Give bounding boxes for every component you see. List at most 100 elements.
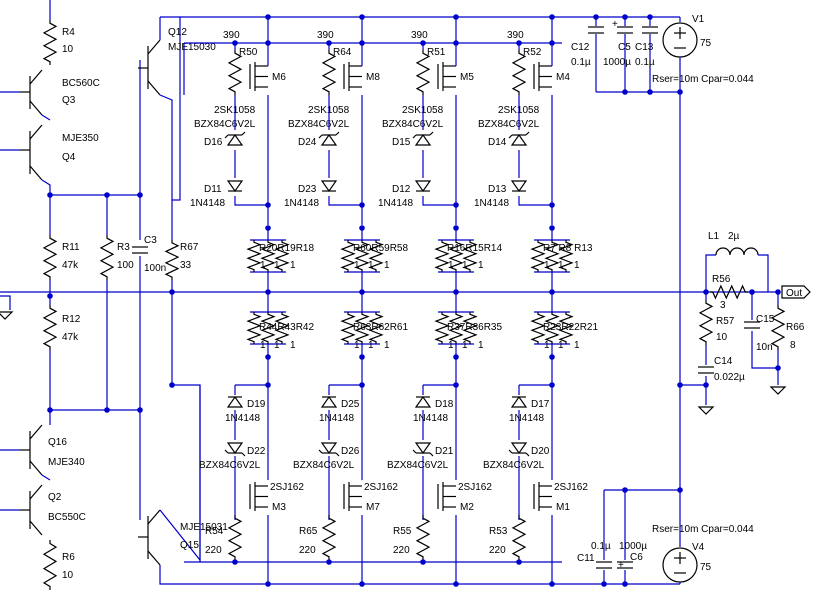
v1-label: V1 bbox=[692, 14, 705, 25]
top-zener-diode bbox=[318, 134, 323, 139]
emitter-resistor bbox=[558, 312, 574, 344]
bottom-signal-diode bbox=[320, 395, 338, 408]
top-gate-resistor-value: 390 bbox=[317, 30, 334, 41]
driver-bias-wire bbox=[160, 16, 181, 201]
l1-wire bbox=[705, 254, 716, 292]
q15-type: MJE15031 bbox=[180, 522, 228, 533]
q3-transistor bbox=[29, 69, 43, 85]
l1-label: L1 bbox=[708, 231, 720, 242]
top-mosfet-label: M4 bbox=[556, 72, 570, 83]
q16-q2-link bbox=[41, 474, 51, 481]
bottom-gate-resistor-value: 220 bbox=[205, 545, 222, 556]
junction-dot bbox=[516, 559, 522, 565]
r6-resistor bbox=[42, 540, 58, 590]
res-value: 1 bbox=[354, 260, 360, 271]
diode-return bbox=[328, 196, 362, 206]
q3-label: Q3 bbox=[62, 95, 76, 106]
c3-label: C3 bbox=[144, 235, 157, 246]
bottom-gate-resistor bbox=[511, 515, 527, 560]
bottom-zener-diode bbox=[241, 452, 246, 457]
emitter-resistor bbox=[544, 240, 560, 272]
emitter-resistor bbox=[544, 312, 560, 344]
emitter-resistor bbox=[274, 312, 290, 344]
q2-type: BC550C bbox=[48, 512, 86, 523]
top-signal-diode bbox=[510, 180, 528, 193]
res-value: 1 bbox=[448, 340, 454, 351]
res-value: 1 bbox=[290, 340, 296, 351]
bottom-zener-diode bbox=[335, 452, 340, 457]
v4-label: V4 bbox=[692, 542, 705, 553]
ground-icon bbox=[769, 386, 787, 395]
bottom-mosfet-type: 2SJ162 bbox=[458, 482, 492, 493]
top-diode-label: D13 bbox=[488, 184, 507, 195]
r3-resistor bbox=[99, 235, 115, 280]
c15-value: 10n bbox=[756, 342, 773, 353]
bottom-zener-label: D26 bbox=[341, 446, 360, 457]
r12-resistor bbox=[42, 305, 58, 350]
q15-collector-wire bbox=[159, 565, 180, 585]
ground-icon bbox=[697, 406, 715, 415]
r11-resistor bbox=[42, 235, 58, 280]
c14-label: C14 bbox=[714, 356, 733, 367]
junction-dot bbox=[265, 581, 271, 587]
c6-label: C6 bbox=[630, 552, 643, 563]
top-diode-type: 1N4148 bbox=[284, 198, 319, 209]
r12-label: R12 bbox=[62, 314, 81, 325]
top-gate-resistor-value: 390 bbox=[507, 30, 524, 41]
emitter-resistor bbox=[354, 312, 370, 344]
junction-dot bbox=[137, 192, 143, 198]
bottom-zener-diode bbox=[414, 442, 432, 455]
r6-value: 10 bbox=[62, 570, 74, 581]
c15-label: C15 bbox=[756, 314, 775, 325]
emitter-resistor bbox=[558, 240, 574, 272]
top-gate-resistor bbox=[415, 50, 431, 95]
q12-type: MJE15030 bbox=[168, 42, 216, 53]
res-value: 1 bbox=[260, 260, 266, 271]
q16-transistor bbox=[29, 424, 43, 440]
top-gate-resistor-label: R52 bbox=[523, 47, 542, 58]
q16-label: Q16 bbox=[48, 437, 67, 448]
input-ground-wire bbox=[0, 295, 11, 310]
top-gate-resistor-label: R64 bbox=[333, 47, 352, 58]
l1-wire bbox=[758, 254, 769, 292]
c3-value: 100n bbox=[144, 263, 166, 274]
bottom-gate-resistor-value: 220 bbox=[489, 545, 506, 556]
diode-return bbox=[422, 196, 456, 206]
emitter-resistor bbox=[260, 312, 276, 344]
junction-dot bbox=[420, 559, 426, 565]
r57-resistor bbox=[698, 300, 714, 345]
diode-return bbox=[518, 196, 552, 206]
res-value: 1 bbox=[462, 260, 468, 271]
res-value: 1 bbox=[574, 340, 580, 351]
emitter-resistor bbox=[274, 240, 290, 272]
bottom-zener-type: BZX84C6V2L bbox=[293, 460, 355, 471]
junction-dot bbox=[137, 407, 143, 413]
q4-type: MJE350 bbox=[62, 133, 99, 144]
emitter-resistor bbox=[368, 312, 384, 344]
junction-dot bbox=[359, 202, 365, 208]
bottom-zener-diode bbox=[525, 452, 530, 457]
top-gate-resistor bbox=[511, 50, 527, 95]
bottom-signal-diode bbox=[414, 395, 432, 408]
top-gate-resistor bbox=[321, 50, 337, 95]
junction-dot bbox=[359, 581, 365, 587]
bottom-signal-diode bbox=[510, 395, 528, 408]
r57-value: 10 bbox=[716, 332, 728, 343]
bottom-diode-type: 1N4148 bbox=[319, 413, 354, 424]
q15-transistor bbox=[147, 509, 161, 525]
v1-value: 75 bbox=[700, 38, 712, 49]
top-gate-resistor-label: R50 bbox=[239, 47, 258, 58]
top-signal-diode bbox=[320, 180, 338, 193]
bottom-resistor-group: R23R22R21 bbox=[543, 322, 598, 333]
junction-dot bbox=[775, 365, 781, 371]
l1-value: 2µ bbox=[728, 231, 740, 242]
c5-plus: + bbox=[612, 19, 618, 30]
bottom-mosfet-label: M1 bbox=[556, 502, 570, 513]
r3-label: R3 bbox=[117, 242, 130, 253]
emitter-resistor bbox=[354, 240, 370, 272]
emitter-resistor bbox=[260, 240, 276, 272]
r4-label: R4 bbox=[62, 27, 75, 38]
bottom-gate-resistor-label: R55 bbox=[393, 526, 412, 537]
r4-value: 10 bbox=[62, 44, 74, 55]
bottom-diode-type: 1N4148 bbox=[413, 413, 448, 424]
